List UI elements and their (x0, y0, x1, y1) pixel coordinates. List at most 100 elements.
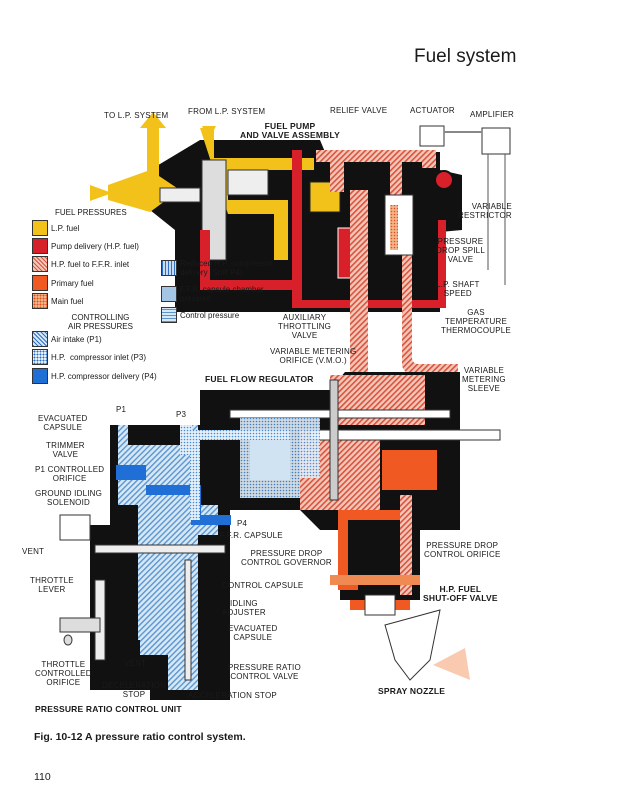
legend-swatch (32, 256, 48, 272)
label-p4: P4 (237, 519, 248, 528)
vmo-rod (229, 409, 451, 419)
throttle-lever-knob (63, 634, 73, 646)
label-p3: P3 (176, 410, 187, 419)
legend-label: Pump delivery (H.P. fuel) (51, 241, 139, 251)
legend-label: F.F.R. capsule chamber pressure (180, 285, 264, 303)
label-p1-controlled-orifice: P1 CONTROLLED ORIFICE (35, 465, 105, 483)
label-trimmer-valve: TRIMMER VALVE (46, 441, 85, 459)
label-spray-nozzle: SPRAY NOZZLE (378, 686, 446, 696)
label-actuator: ACTUATOR (410, 106, 455, 115)
spill-return-pipe (402, 218, 458, 514)
legend-item: Reduced H.P. compressor delivery (Split … (161, 259, 273, 277)
legend-swatch (32, 293, 48, 309)
arrow-down-icon (202, 126, 216, 140)
label-evacuated-capsule-bottom: EVACUATED CAPSULE (228, 624, 278, 642)
legend-swatch (32, 220, 48, 236)
legend-item: H.P. compressor inlet (P3) (32, 349, 146, 365)
legend-item: Primary fuel (32, 275, 94, 291)
legend-label: H.P. compressor delivery (P4) (51, 371, 157, 381)
legend-swatch (161, 286, 177, 302)
legend-item: H.P. compressor delivery (P4) (32, 368, 157, 384)
lp-fuel-riser (147, 126, 159, 180)
legend-swatch (32, 349, 48, 365)
label-control-capsule: CONTROL CAPSULE (222, 581, 304, 590)
legend-fuel-heading: FUEL PRESSURES (55, 208, 127, 217)
label-fuel-pump-assembly: FUEL PUMP AND VALVE ASSEMBLY (240, 121, 340, 140)
label-deceleration-stop: DECELERATION STOP (102, 681, 167, 699)
lp-fuel-channel (200, 128, 314, 260)
label-from-lp-system: FROM L.P. SYSTEM (188, 107, 266, 116)
figure-caption: Fig. 10-12 A pressure ratio control syst… (34, 731, 246, 743)
legend-item: L.P. fuel (32, 220, 79, 236)
lp-pump-shaft (159, 187, 201, 203)
arrow-right-icon (90, 185, 112, 201)
legend-label: H.P. fuel to F.F.R. inlet (51, 259, 130, 269)
label-acceleration-stop: ACCELERATION STOP (188, 691, 277, 700)
legend-item: F.F.R. capsule chamber pressure (161, 285, 264, 303)
legend-label: Primary fuel (51, 278, 94, 288)
label-ground-idling-solenoid: GROUND IDLING SOLENOID (35, 489, 103, 507)
actuator-box (419, 125, 445, 147)
shutoff-gear (364, 594, 396, 616)
legend-label: Reduced H.P. compressor delivery (Split … (180, 259, 273, 277)
label-to-lp-system: TO L.P. SYSTEM (104, 111, 169, 120)
main-fuel-riser (400, 495, 412, 595)
legend-label: Air intake (P1) (51, 334, 102, 344)
label-variable-restrictor: VARIABLE RESTRICTOR (458, 202, 512, 220)
label-throttle-controlled-orifice: THROTTLE CONTROLLED ORIFICE (35, 660, 92, 687)
vent-rod (94, 544, 226, 554)
legend-swatch (32, 275, 48, 291)
hp-ffr-downpipe (350, 190, 368, 390)
shutoff-valve-bar (330, 575, 420, 585)
legend-item: Pump delivery (H.P. fuel) (32, 238, 139, 254)
spray-nozzle-shape (384, 609, 441, 681)
amplifier-box (481, 127, 511, 155)
label-hp-shutoff-valve: H.P. FUEL SHUT-OFF VALVE (423, 584, 498, 603)
legend-item: Main fuel (32, 293, 83, 309)
variable-restrictor-shape (434, 170, 454, 190)
control-capsule-chamber (140, 545, 170, 655)
label-pressure-drop-governor: PRESSURE DROP CONTROL GOVERNOR (241, 549, 332, 567)
legend-item: H.P. fuel to F.F.R. inlet (32, 256, 129, 272)
legend-swatch (32, 238, 48, 254)
legend-swatch (161, 260, 177, 276)
fuel-spray (433, 648, 470, 680)
legend-item: Control pressure (161, 307, 239, 323)
arrow-up-icon (140, 112, 166, 128)
section-title: Fuel system (414, 46, 517, 67)
ffr-gear (329, 379, 339, 501)
spill-valve-shape (384, 194, 414, 256)
label-throttle-lever: THROTTLE LEVER (30, 576, 74, 594)
legend-item: Air intake (P1) (32, 331, 102, 347)
legend-swatch (32, 331, 48, 347)
spill-valve-spring (390, 205, 398, 250)
ground-idling-solenoid-shape (59, 514, 91, 541)
label-vent: VENT (22, 547, 45, 556)
legend-label: H.P. compressor inlet (P3) (51, 352, 146, 362)
label-pressure-drop-spill-valve: PRESSURE DROP SPILL VALVE (436, 237, 485, 264)
label-pressure-drop-orifice: PRESSURE DROP CONTROL ORIFICE (424, 541, 501, 559)
label-gas-temperature: GAS TEMPERATURE THERMOCOUPLE (441, 308, 511, 335)
label-auxiliary-throttling-valve: AUXILIARY THROTTLING VALVE (278, 313, 332, 340)
label-lp-shaft-speed: L.P. SHAFT SPEED (436, 280, 480, 298)
label-ffr-capsule: F.F.R. CAPSULE (220, 531, 283, 540)
pump-shaft (227, 169, 269, 196)
throttle-lever-arm (59, 617, 101, 633)
label-variable-metering-sleeve: VARIABLE METERING SLEEVE (462, 366, 506, 393)
page-number: 110 (34, 771, 51, 783)
hp-ffr-channel (316, 150, 436, 202)
label-vmo: VARIABLE METERING ORIFICE (V.M.O.) (270, 347, 357, 365)
p3-channel (190, 430, 290, 520)
p3-inlet (180, 425, 192, 455)
p4-channel (116, 465, 231, 525)
legend-label: Main fuel (51, 296, 84, 306)
label-idling-adjuster: IDLING ADJUSTER (222, 599, 266, 617)
hp-delivery-branch (200, 230, 294, 290)
label-pressure-ratio-valve: PRESSURE RATIO CONTROL VALVE (228, 663, 301, 681)
label-fuel-flow-regulator: FUEL FLOW REGULATOR (205, 374, 314, 384)
legend-air-heading: CONTROLLING AIR PRESSURES (68, 313, 133, 331)
label-vent-2: VENT (124, 659, 147, 668)
primary-fuel-channel (382, 450, 437, 490)
